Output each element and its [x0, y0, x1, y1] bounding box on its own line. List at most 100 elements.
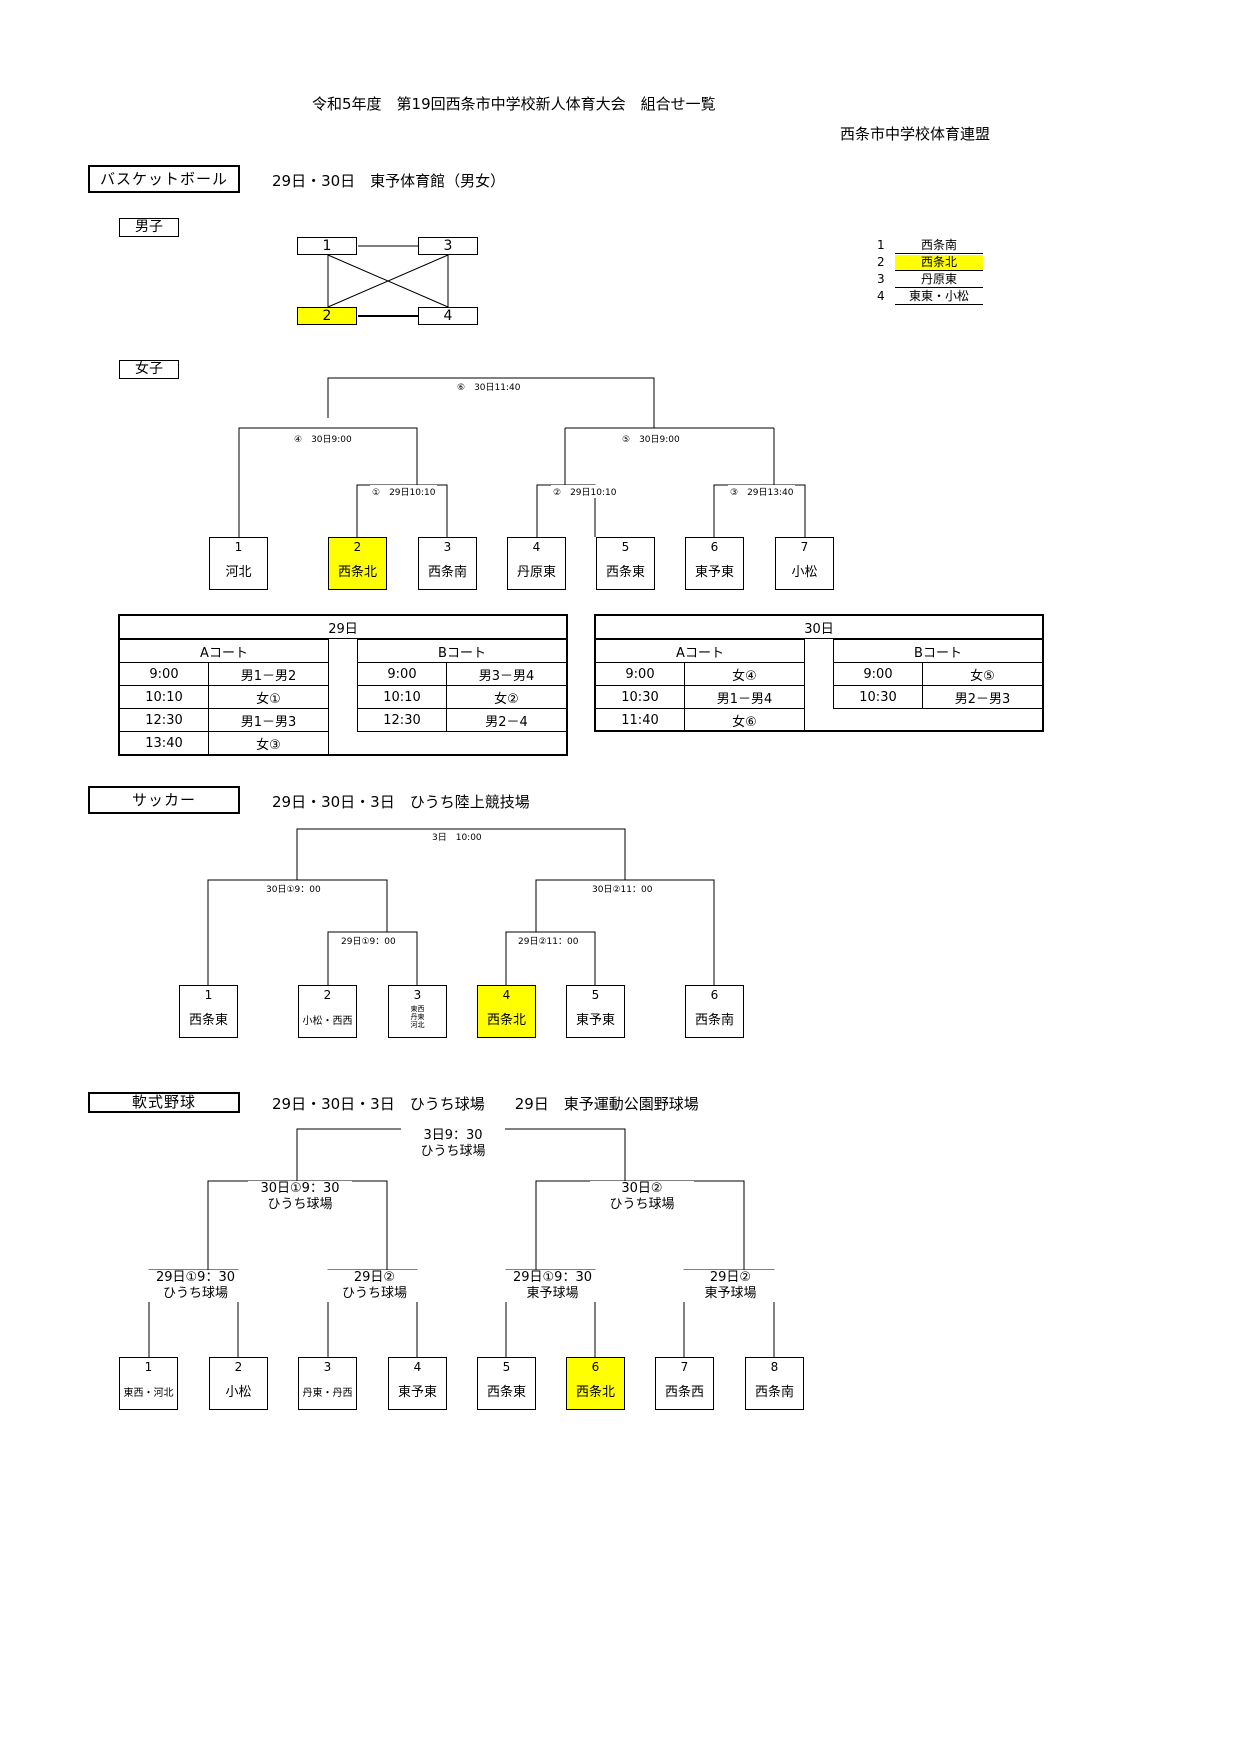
team-number: 5	[591, 988, 600, 1002]
team-name-line: 東西	[410, 1005, 425, 1013]
time-cell: 10:10	[357, 685, 447, 709]
team-number: 6	[710, 540, 719, 554]
baseball-node-semi1: 30日①9：30 ひうち球場	[248, 1181, 352, 1213]
team-name: 東予東	[397, 1385, 437, 1400]
soccer-team-box: 6 西条南	[685, 985, 744, 1038]
node-line: ひうち球場	[267, 1197, 333, 1212]
team-number: 8	[770, 1360, 779, 1374]
team-number: 7	[800, 540, 809, 554]
girls-team-box: 2 西条北	[328, 537, 387, 590]
boys-label: 男子	[119, 218, 179, 237]
team-name: 河北	[225, 565, 252, 580]
team-name: 西条北	[575, 1385, 615, 1400]
team-number: 7	[680, 1360, 689, 1374]
team-name: 西条南	[694, 1013, 734, 1028]
node-line: 30日①9：30	[260, 1181, 340, 1196]
match-cell: 女②	[446, 685, 567, 709]
team-name: 西条南	[427, 565, 467, 580]
soccer-team-box: 4 西条北	[477, 985, 536, 1038]
team-number: 6	[710, 988, 719, 1002]
girls-node-final: ⑥ 30日11:40	[455, 380, 523, 393]
time-cell: 12:30	[119, 708, 209, 732]
team-name: 西条東	[605, 565, 645, 580]
schedule-30-title: 30日	[595, 615, 1043, 639]
node-line: 29日②	[709, 1270, 752, 1285]
node-line: ひうち球場	[420, 1144, 486, 1159]
girls-node-r2: ② 29日10:10	[551, 485, 619, 498]
basketball-info: 29日・30日 東予体育館（男女）	[272, 172, 506, 190]
girls-team-box: 4 丹原東	[507, 537, 566, 590]
court-header: Bコート	[357, 639, 567, 663]
girls-team-box: 6 東予東	[685, 537, 744, 590]
soccer-final-line	[296, 828, 626, 880]
baseball-team-box: 1 東西・河北	[119, 1357, 178, 1410]
girls-node-semi1: ④ 30日9:00	[292, 432, 354, 445]
team-number: 1	[144, 1360, 153, 1374]
team-name: 小松・西西	[302, 1016, 353, 1027]
soccer-team-box: 3 東西 丹東 河北	[388, 985, 447, 1038]
soccer-node-final: 3日 10:00	[430, 830, 484, 843]
match-cell: 男1－男3	[208, 708, 329, 732]
boys-box-1: 1	[297, 237, 357, 255]
time-cell: 9:00	[357, 662, 447, 686]
node-line: 東予球場	[526, 1286, 579, 1301]
node-line: ひうち球場	[609, 1197, 675, 1212]
node-line: 東予球場	[704, 1286, 757, 1301]
node-line: 29日①9：30	[512, 1270, 592, 1285]
team-name: 小松	[791, 565, 818, 580]
baseball-team-box: 7 西条西	[655, 1357, 714, 1410]
soccer-semi2-line	[535, 879, 715, 985]
boys-line-3-2	[327, 254, 449, 308]
baseball-label: 軟式野球	[88, 1092, 240, 1113]
team-name: 西条東	[486, 1385, 526, 1400]
team-number: 1	[234, 540, 243, 554]
court-header: Bコート	[833, 639, 1043, 663]
baseball-node-q2: 29日② ひうち球場	[325, 1270, 424, 1302]
boys-box-2: 2	[297, 307, 357, 325]
soccer-info: 29日・30日・3日 ひうち陸上競技場	[272, 793, 530, 811]
girls-team-box: 1 河北	[209, 537, 268, 590]
legend-num: 4	[877, 289, 885, 303]
match-cell: 男1－男2	[208, 662, 329, 686]
team-number: 4	[413, 1360, 422, 1374]
baseball-node-q3: 29日①9：30 東予球場	[503, 1270, 602, 1302]
schedule-day-title: 30日	[595, 615, 1043, 639]
time-cell: 11:40	[595, 708, 685, 732]
baseball-team-box: 8 西条南	[745, 1357, 804, 1410]
baseball-node-semi2: 30日② ひうち球場	[590, 1181, 694, 1213]
girls-node-r1: ① 29日10:10	[370, 485, 438, 498]
node-line: 3日9：30	[423, 1128, 483, 1143]
soccer-team-box: 1 西条東	[179, 985, 238, 1038]
baseball-team-box: 2 小松	[209, 1357, 268, 1410]
team-name: 東西・河北	[123, 1388, 174, 1399]
time-cell: 10:10	[119, 685, 209, 709]
soccer-node-r2: 29日②11：00	[516, 934, 581, 947]
boys-box-4: 4	[418, 307, 478, 325]
team-number: 5	[502, 1360, 511, 1374]
baseball-node-final: 3日9：30 ひうち球場	[401, 1128, 505, 1160]
match-cell: 男2－男3	[922, 685, 1043, 709]
legend-team: 丹原東	[895, 272, 983, 288]
team-name: 西条北	[337, 565, 377, 580]
node-line: ひうち球場	[341, 1286, 407, 1301]
baseball-team-box: 6 西条北	[566, 1357, 625, 1410]
team-number: 4	[502, 988, 511, 1002]
organizer: 西条市中学校体育連盟	[840, 125, 991, 143]
girls-team-box: 3 西条南	[418, 537, 477, 590]
team-name-line: 丹東	[410, 1013, 425, 1021]
team-name: 東予東	[694, 565, 734, 580]
team-number: 2	[234, 1360, 243, 1374]
team-number: 4	[532, 540, 541, 554]
legend-num: 3	[877, 272, 885, 286]
node-line: 29日②	[353, 1270, 396, 1285]
soccer-node-semi2: 30日②11：00	[590, 882, 655, 895]
girls-team-box: 5 西条東	[596, 537, 655, 590]
match-cell: 女①	[208, 685, 329, 709]
match-cell: 女⑥	[684, 708, 805, 732]
match-cell: 女③	[208, 731, 329, 755]
time-cell: 9:00	[595, 662, 685, 686]
team-number: 3	[413, 988, 422, 1002]
